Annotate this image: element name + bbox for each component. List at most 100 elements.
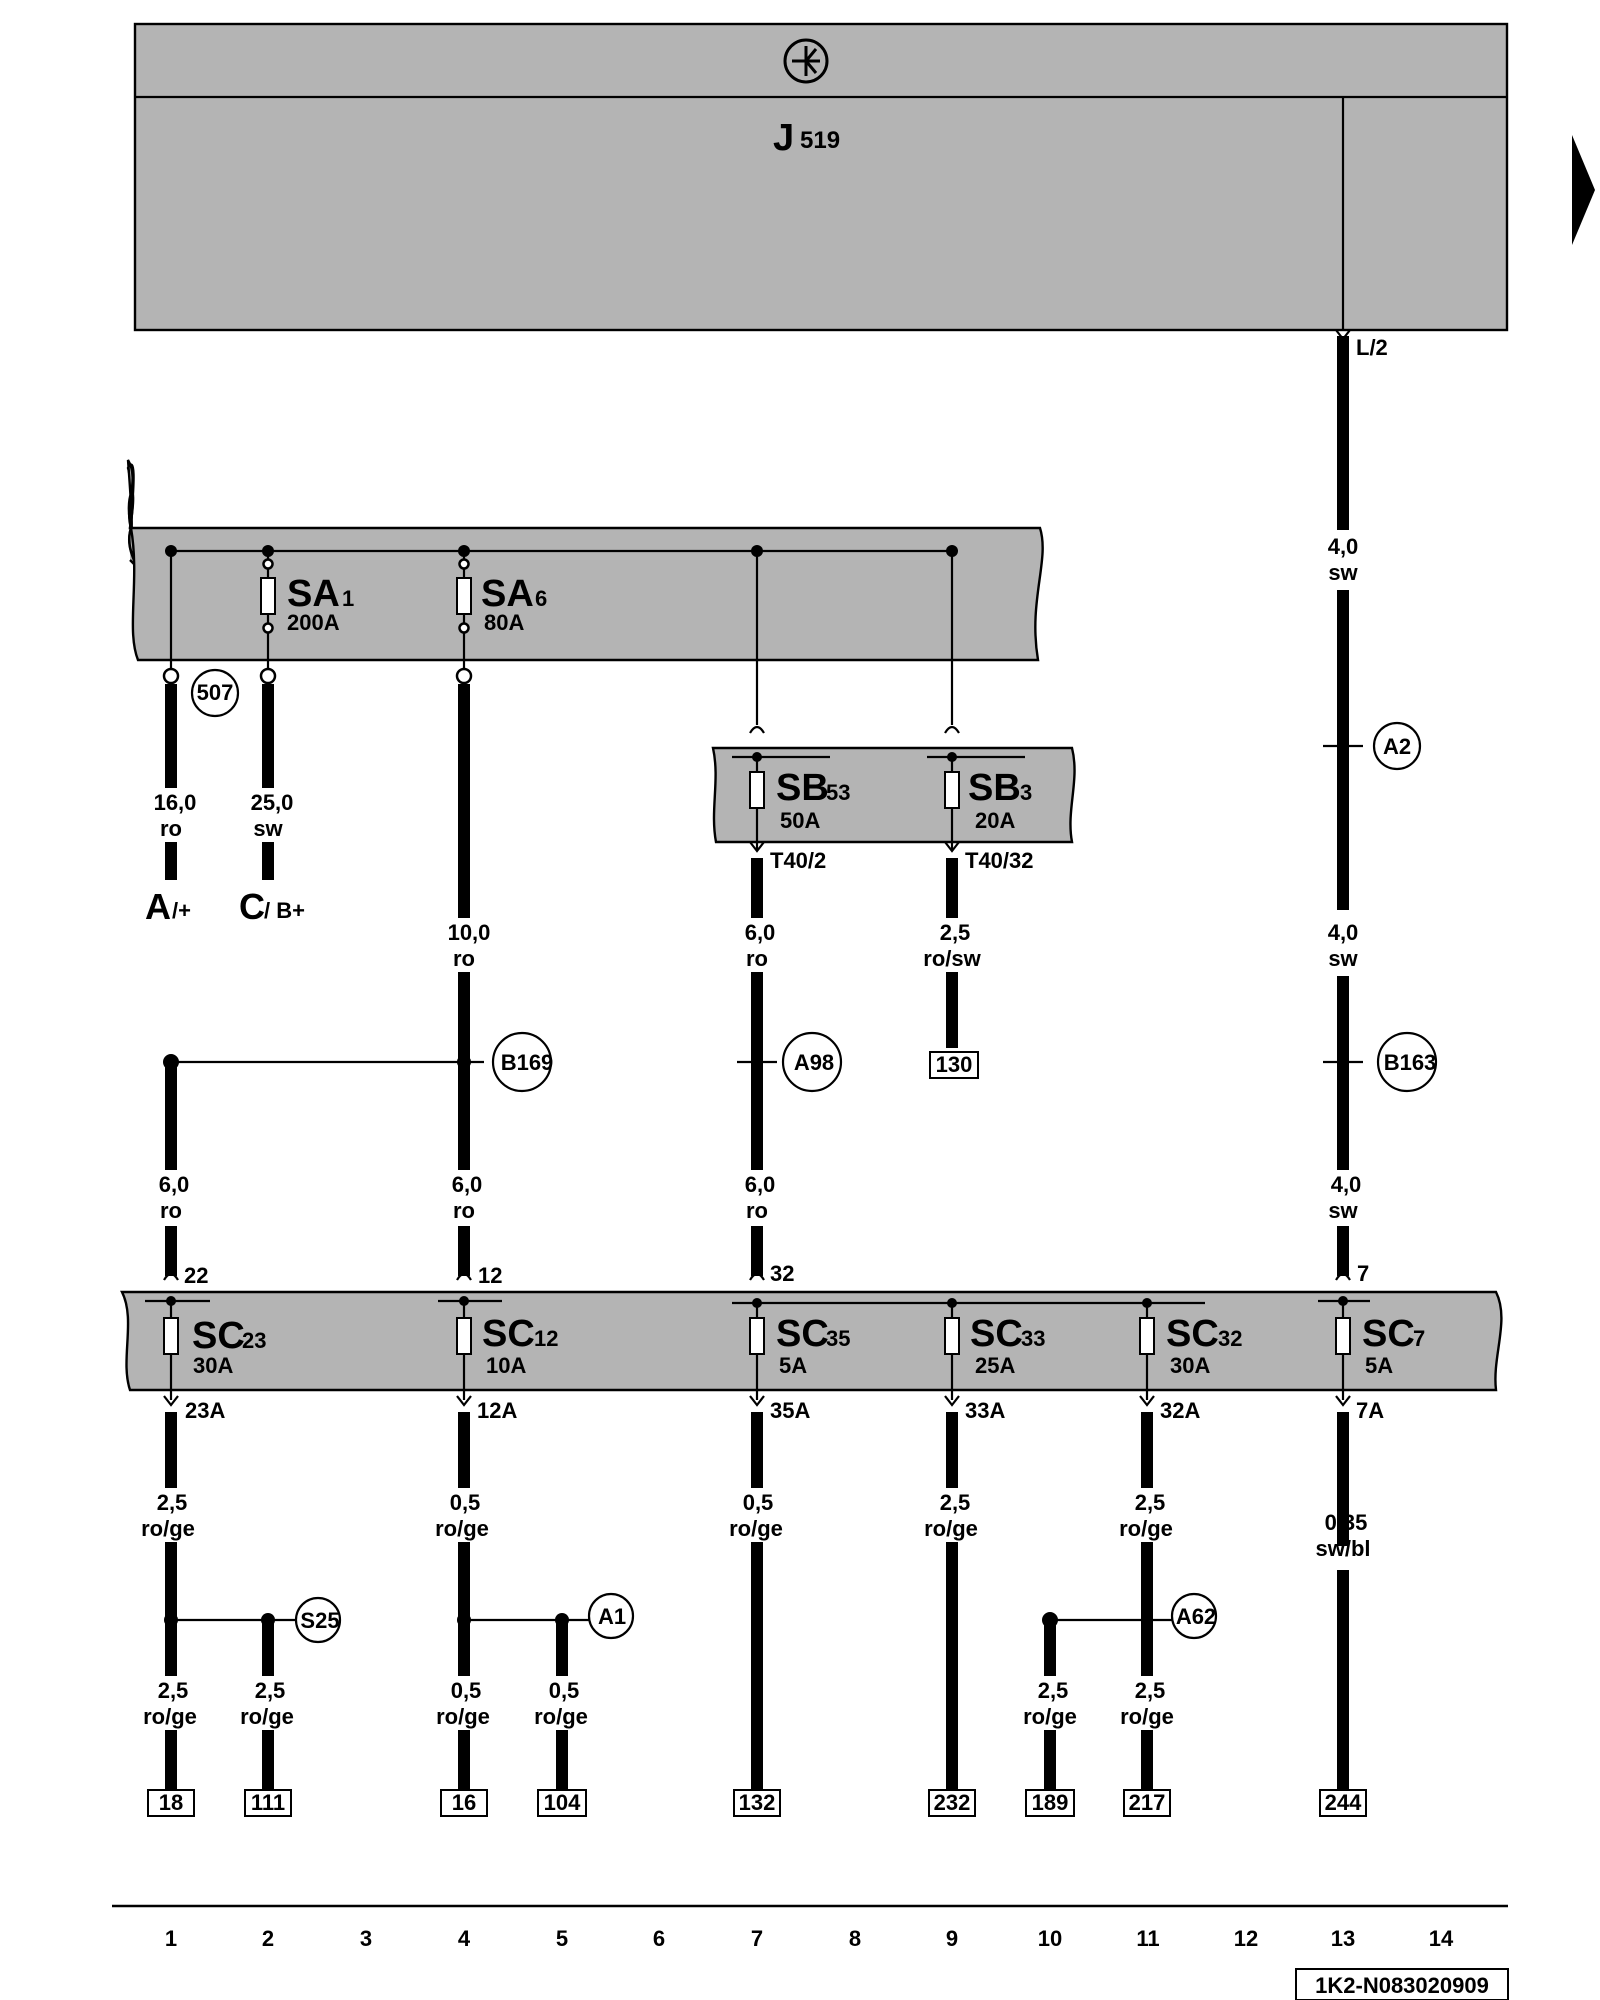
column-number: 14 [1429, 1926, 1454, 1951]
connection-label: S25 [300, 1608, 339, 1633]
page-continue-arrow-icon[interactable] [1572, 135, 1595, 245]
fuse-sub: 53 [826, 780, 850, 805]
fuse-name: SA [287, 573, 340, 615]
wire-color: ro/ge [1119, 1516, 1173, 1541]
fuse-name: SA [481, 573, 534, 615]
pin-label: 32A [1160, 1398, 1200, 1423]
wire-size: 2,5 [157, 1490, 188, 1515]
fuse-name: SC [970, 1313, 1023, 1355]
fuse-name: SC [482, 1313, 535, 1355]
fuse-rating: 5A [1365, 1353, 1393, 1378]
fuse-name: SC [1362, 1313, 1415, 1355]
wire-size: 25,0 [251, 790, 294, 815]
fuse-rating: 30A [193, 1353, 233, 1378]
pin-label: 33A [965, 1398, 1005, 1423]
column-number: 5 [556, 1926, 568, 1951]
fuse-rating: 30A [1170, 1353, 1210, 1378]
column-number: 2 [262, 1926, 274, 1951]
wire-color: ro/ge [1120, 1704, 1174, 1729]
terminal-sub: / B+ [264, 898, 305, 923]
fuse-box-sc [120, 1272, 1503, 1407]
fuse-rating: 25A [975, 1353, 1015, 1378]
wire-color: ro [746, 946, 768, 971]
wire-color: ro/ge [729, 1516, 783, 1541]
circuit-columns-7-9 [737, 858, 958, 1276]
sc-output-wires [164, 1412, 1172, 1795]
wire-color: sw [1328, 946, 1358, 971]
wire-color: ro/ge [924, 1516, 978, 1541]
wire-color: sw [253, 816, 283, 841]
pin-label: 7A [1356, 1398, 1384, 1423]
wire-size: 0,35 [1325, 1510, 1368, 1535]
wire-color: sw [1328, 1198, 1358, 1223]
fuse-name: SC [776, 1313, 829, 1355]
column-number: 4 [458, 1926, 471, 1951]
wire-color: ro/ge [1023, 1704, 1077, 1729]
wire-size: 4,0 [1328, 534, 1359, 559]
control-unit-name: J [773, 117, 794, 159]
fuse-rating: 80A [484, 610, 524, 635]
wire-size: 0,5 [450, 1490, 481, 1515]
pin-label: 32 [770, 1261, 794, 1286]
labels: L/2 SA 1 200A SA 6 80A SB 53 50A SB 3 20… [141, 335, 1489, 1998]
wire-color: ro/ge [435, 1516, 489, 1541]
wire-size: 6,0 [159, 1172, 190, 1197]
column-number: 6 [653, 1926, 665, 1951]
fuse-sub: 7 [1413, 1326, 1425, 1351]
reference-label: 130 [936, 1052, 973, 1077]
wire-size: 2,5 [1135, 1678, 1166, 1703]
fuse-sub: 23 [242, 1328, 266, 1353]
control-unit-j519: J 519 [133, 22, 1509, 332]
reference-label: 232 [934, 1790, 971, 1815]
control-unit-sub: 519 [800, 127, 840, 154]
transistor-icon [783, 38, 829, 84]
reference-label: 16 [452, 1790, 476, 1815]
pin-label: 35A [770, 1398, 810, 1423]
terminal-name: C [239, 886, 265, 927]
connection-label: A98 [794, 1050, 834, 1075]
column-number: 3 [360, 1926, 372, 1951]
pin-label: T40/2 [770, 848, 826, 873]
fuse-name: SB [968, 767, 1021, 809]
wire-color: ro [160, 1198, 182, 1223]
pin-label: 12 [478, 1263, 502, 1288]
connection-label: 507 [197, 680, 234, 705]
wire-color: ro [746, 1198, 768, 1223]
wire-color: ro [453, 1198, 475, 1223]
wire-size: 2,5 [1038, 1678, 1069, 1703]
reference-label: 132 [739, 1790, 776, 1815]
fuse-rating: 10A [486, 1353, 526, 1378]
connection-label: A62 [1176, 1604, 1216, 1629]
doc-id-box [1295, 1968, 1509, 2000]
wire-size: 2,5 [255, 1678, 286, 1703]
fuse-sub: 6 [535, 586, 547, 611]
wire-color: ro/ge [534, 1704, 588, 1729]
circuit-columns-1-2 [165, 684, 274, 880]
column-number: 8 [849, 1926, 861, 1951]
terminal-sub: /+ [172, 898, 191, 923]
connection-circles [190, 668, 1438, 1644]
wire-size: 6,0 [745, 1172, 776, 1197]
column-number: 10 [1038, 1926, 1062, 1951]
wire-color: ro/ge [240, 1704, 294, 1729]
wire-color: ro/ge [143, 1704, 197, 1729]
circuit-column-4 [163, 684, 484, 1276]
wire-size: 0,5 [549, 1678, 580, 1703]
fuse-sub: 12 [534, 1326, 558, 1351]
wire-size: 2,5 [158, 1678, 189, 1703]
reference-label: 217 [1129, 1790, 1166, 1815]
connection-label: B163 [1384, 1050, 1437, 1075]
wire-size: 16,0 [154, 790, 197, 815]
wire-size: 6,0 [745, 920, 776, 945]
column-number: 11 [1136, 1926, 1159, 1951]
wire-size: 0,5 [743, 1490, 774, 1515]
column-number: 13 [1331, 1926, 1355, 1951]
pin-label: 12A [477, 1398, 517, 1423]
pin-label: 7 [1357, 1261, 1369, 1286]
fuse-sub: 32 [1218, 1326, 1242, 1351]
fuse-sub: 33 [1021, 1326, 1045, 1351]
wire-color: sw/bl [1315, 1536, 1370, 1561]
wire-size: 6,0 [452, 1172, 483, 1197]
fuse-name: SC [1166, 1313, 1219, 1355]
